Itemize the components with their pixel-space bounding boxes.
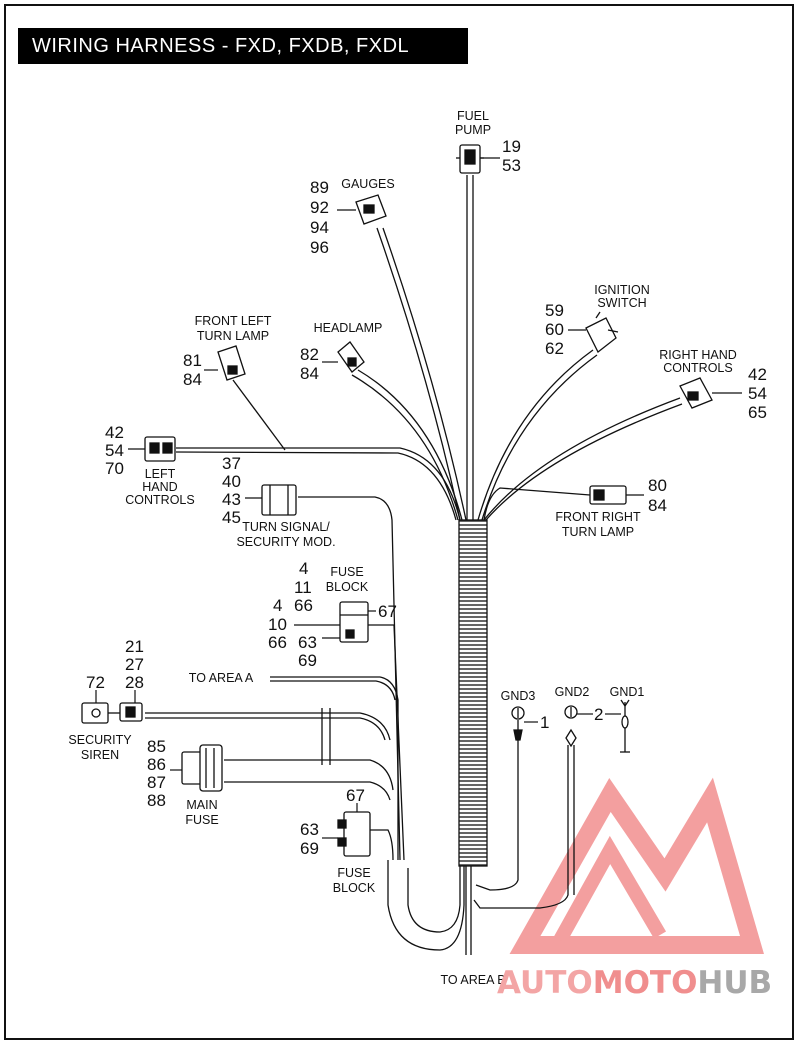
ref-number: 54: [105, 441, 124, 460]
ref-number: 80: [648, 476, 667, 495]
ref-number: 43: [222, 490, 241, 509]
ref-number: 53: [502, 156, 521, 175]
ref-number: 81: [183, 351, 202, 370]
fuel-pump-label-1: FUEL: [457, 109, 489, 123]
security-siren-label-2: SIREN: [81, 748, 119, 762]
ref-number: 11: [294, 578, 312, 597]
ref-number: 70: [105, 459, 124, 478]
diagram-frame: [4, 4, 794, 1040]
ref-number: 19: [502, 137, 521, 156]
ref-number: 42: [748, 365, 767, 384]
front-right-turn-lamp-label-1: FRONT RIGHT: [555, 510, 641, 524]
ref-number: 59: [545, 301, 564, 320]
connectors: [81, 144, 713, 857]
watermark-text: AUTOMOTOHUB: [497, 965, 772, 1001]
ref-number: 85: [147, 737, 166, 756]
ref-number: 27: [125, 655, 144, 674]
ref-number: 37: [222, 454, 241, 473]
ref-number: 54: [748, 384, 767, 403]
left-hand-controls-label-1: LEFT: [145, 467, 176, 481]
ref-number: 62: [545, 339, 564, 358]
ref-number: 2: [594, 705, 603, 724]
main-fuse-label-2: FUSE: [185, 813, 218, 827]
front-right-turn-lamp-label-2: TURN LAMP: [562, 525, 634, 539]
ref-number: 4: [273, 596, 282, 615]
right-hand-controls-label-1: RIGHT HAND: [659, 348, 737, 362]
gnd1-label: GND1: [610, 685, 645, 699]
ref-number: 66: [294, 596, 313, 615]
turn-signal-module-label-2: SECURITY MOD.: [236, 535, 335, 549]
ref-number: 67: [378, 602, 397, 621]
ref-number: 63: [298, 633, 317, 652]
fuse-block-upper-label-1: FUSE: [330, 565, 363, 579]
gnd3-label: GND3: [501, 689, 536, 703]
turn-signal-module-label-1: TURN SIGNAL/: [242, 520, 330, 534]
to-area-a-label: TO AREA A: [189, 671, 254, 685]
harness-sleeve: [458, 519, 488, 867]
ref-number: 66: [268, 633, 287, 652]
left-hand-controls-label-2: HAND: [142, 480, 177, 494]
ref-number: 4: [299, 559, 308, 578]
right-hand-controls-label-2: CONTROLS: [663, 361, 732, 375]
ref-number: 45: [222, 508, 241, 527]
fuse-block-lower-label-2: BLOCK: [333, 881, 376, 895]
ref-number: 60: [545, 320, 564, 339]
ref-number: 21: [125, 637, 144, 656]
ref-number: 10: [268, 615, 287, 634]
ref-number: 92: [310, 198, 329, 217]
watermark-logo: [509, 777, 764, 954]
headlamp-label: HEADLAMP: [314, 321, 383, 335]
ref-number: 69: [298, 651, 317, 670]
ref-number: 82: [300, 345, 319, 364]
fuel-pump-label-2: PUMP: [455, 123, 491, 137]
ref-number: 94: [310, 218, 329, 237]
fuse-block-upper-label-2: BLOCK: [326, 580, 369, 594]
ref-number: 1: [540, 713, 549, 732]
ref-number: 42: [105, 423, 124, 442]
harness-wires: [145, 175, 683, 955]
ref-number: 65: [748, 403, 767, 422]
ref-number: 84: [300, 364, 319, 383]
ref-number: 89: [310, 178, 329, 197]
watermark-hub: HUB: [697, 965, 772, 1001]
ignition-switch-label-2: SWITCH: [597, 296, 646, 310]
left-hand-controls-label-3: CONTROLS: [125, 493, 194, 507]
ref-number: 69: [300, 839, 319, 858]
ref-number: 84: [648, 496, 667, 515]
ref-number: 72: [86, 673, 105, 692]
ref-number: 88: [147, 791, 166, 810]
gauges-label: GAUGES: [341, 177, 395, 191]
security-siren-label-1: SECURITY: [68, 733, 132, 747]
ref-number: 28: [125, 673, 144, 692]
ref-number: 84: [183, 370, 202, 389]
ref-number: 86: [147, 755, 166, 774]
ref-number: 40: [222, 472, 241, 491]
watermark-auto: AUTO: [497, 965, 593, 1001]
ignition-switch-label-1: IGNITION: [594, 283, 650, 297]
front-left-turn-lamp-label-2: TURN LAMP: [197, 329, 269, 343]
front-left-turn-lamp-label-1: FRONT LEFT: [195, 314, 272, 328]
main-fuse-label-1: MAIN: [186, 798, 217, 812]
diagram-title: WIRING HARNESS - FXD, FXDB, FXDL: [18, 28, 468, 64]
ref-number: 87: [147, 773, 166, 792]
watermark-moto: MOTO: [593, 965, 698, 1001]
to-area-b-label: TO AREA B: [440, 973, 505, 987]
ref-number: 96: [310, 238, 329, 257]
ref-number: 63: [300, 820, 319, 839]
leader-lines: [95, 157, 742, 839]
ref-number: 67: [346, 786, 365, 805]
fuse-block-lower-label-1: FUSE: [337, 866, 370, 880]
gnd2-label: GND2: [555, 685, 590, 699]
